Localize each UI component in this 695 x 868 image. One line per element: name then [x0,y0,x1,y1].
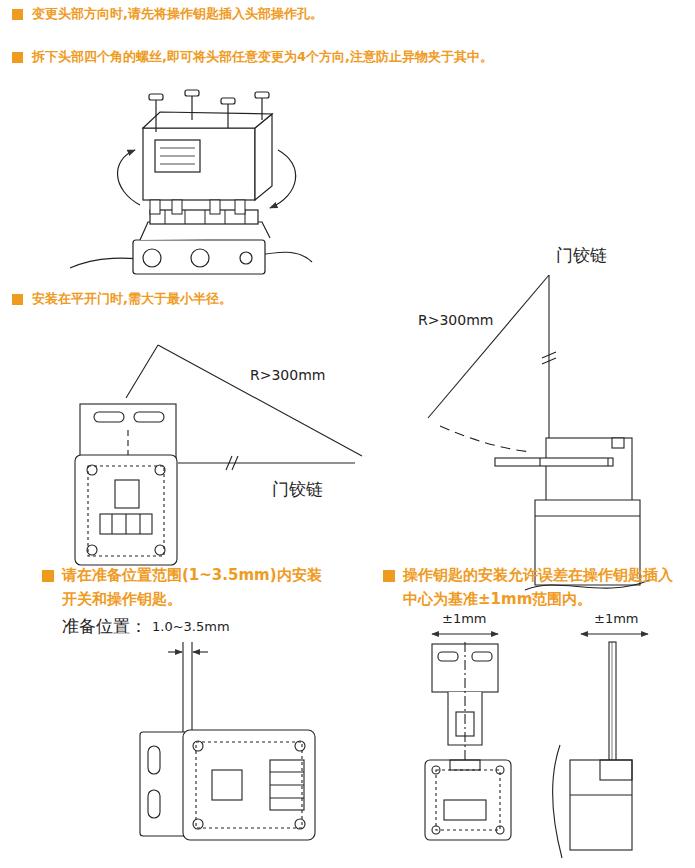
hinge-label: 门铰链 [272,478,323,500]
hinge-label: 门铰链 [556,244,607,266]
ready-position-label: 准备位置： [62,615,147,637]
radius-dimension: R>300mm [418,311,493,329]
tolerance-dimension: ±1mm [594,611,639,628]
instruction-note: 拆下头部四个角的螺丝,即可将头部任意变更为4个方向,注意防止异物夹于其中。 [32,47,672,68]
instruction-note: 变更头部方向时,请先将操作钥匙插入头部操作孔。 [32,4,672,25]
instruction-note: 操作钥匙的安装允许误差在操作钥匙插入中心为基准±1mm范围内。 [403,563,683,611]
door-radius-front [75,345,362,565]
head-rotation-figure [70,90,312,274]
instruction-note: 安装在平开门时,需大于最小半径。 [32,289,362,310]
ready-position-figure [140,642,315,840]
gap-dimension: 1.0~3.5mm [152,619,230,636]
tolerance-dimension: ±1mm [442,611,487,628]
radius-dimension: R>300mm [250,366,325,384]
instruction-note: 请在准备位置范围(1~3.5mm)内安装开关和操作钥匙。 [62,563,324,611]
bullet-squares [12,9,395,582]
tolerance-figure [425,634,648,858]
